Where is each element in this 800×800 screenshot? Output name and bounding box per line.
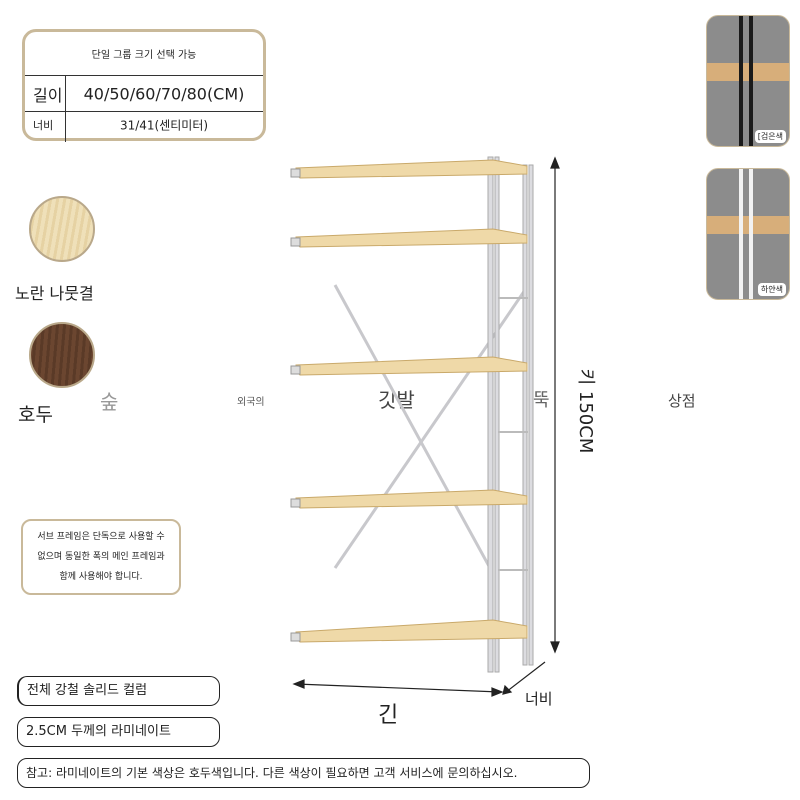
length-label: 길이 — [33, 85, 63, 105]
overlay-word: 숲 — [100, 390, 119, 414]
sub-frame-note: 서브 프레임은 단독으로 사용할 수 없으며 동일한 폭의 메인 프레임과 함께… — [21, 519, 181, 595]
overlay-word: 뚝 — [533, 390, 550, 411]
feature-laminate-thickness: 2.5CM 두께의 라미네이트 — [17, 717, 220, 747]
size-spec-table: 단일 그룹 크기 선택 가능 길이 40/50/60/70/80(CM) 너비 31… — [22, 29, 266, 142]
note-line: 서브 프레임은 단독으로 사용할 수 — [37, 532, 165, 542]
width-dimension-label: 너비 — [525, 690, 553, 708]
note-line: 없으며 동일한 폭의 메인 프레임과 — [37, 552, 165, 562]
frame-option-white[interactable]: 하얀색 — [706, 168, 790, 300]
overlay-word: 외국의 — [237, 397, 265, 408]
frame-option-black[interactable]: [검은색 — [706, 15, 790, 147]
swatch-walnut[interactable] — [29, 322, 95, 388]
length-value: 40/50/60/70/80(CM) — [83, 84, 245, 103]
shelf-bracket — [290, 237, 301, 247]
height-dimension-label: 키 150CM — [575, 368, 596, 454]
shelf-board — [295, 619, 528, 643]
footer-note: 참고: 라미네이트의 기본 색상은 호두색입니다. 다른 색상이 필요하면 고객… — [17, 758, 590, 788]
shelf-bracket — [290, 498, 301, 508]
frame-posts — [487, 156, 534, 673]
cross-brace — [333, 284, 492, 569]
swatch-label-walnut: 호두 — [18, 404, 53, 426]
shelf-bracket — [290, 632, 301, 642]
frame-option-label: [검은색 — [754, 130, 786, 143]
width-label: 너비 — [33, 119, 54, 132]
overlay-word: 상점 — [668, 392, 696, 410]
note-line: 함께 사용해야 합니다. — [59, 572, 143, 582]
spec-title: 단일 그룹 크기 선택 가능 — [91, 50, 197, 61]
swatch-label-yellow-wood: 노란 나뭇결 — [15, 284, 94, 303]
feature-steel-column: 전체 강철 솔리드 컬럼 — [17, 676, 220, 706]
width-value: 31/41(센티미터) — [119, 118, 209, 133]
frame-option-label: 하얀색 — [757, 283, 786, 296]
shelf-bracket — [290, 168, 301, 178]
swatch-yellow-wood[interactable] — [29, 196, 95, 262]
length-dimension-label: 긴 — [378, 703, 399, 728]
shelf-bracket — [290, 365, 301, 375]
